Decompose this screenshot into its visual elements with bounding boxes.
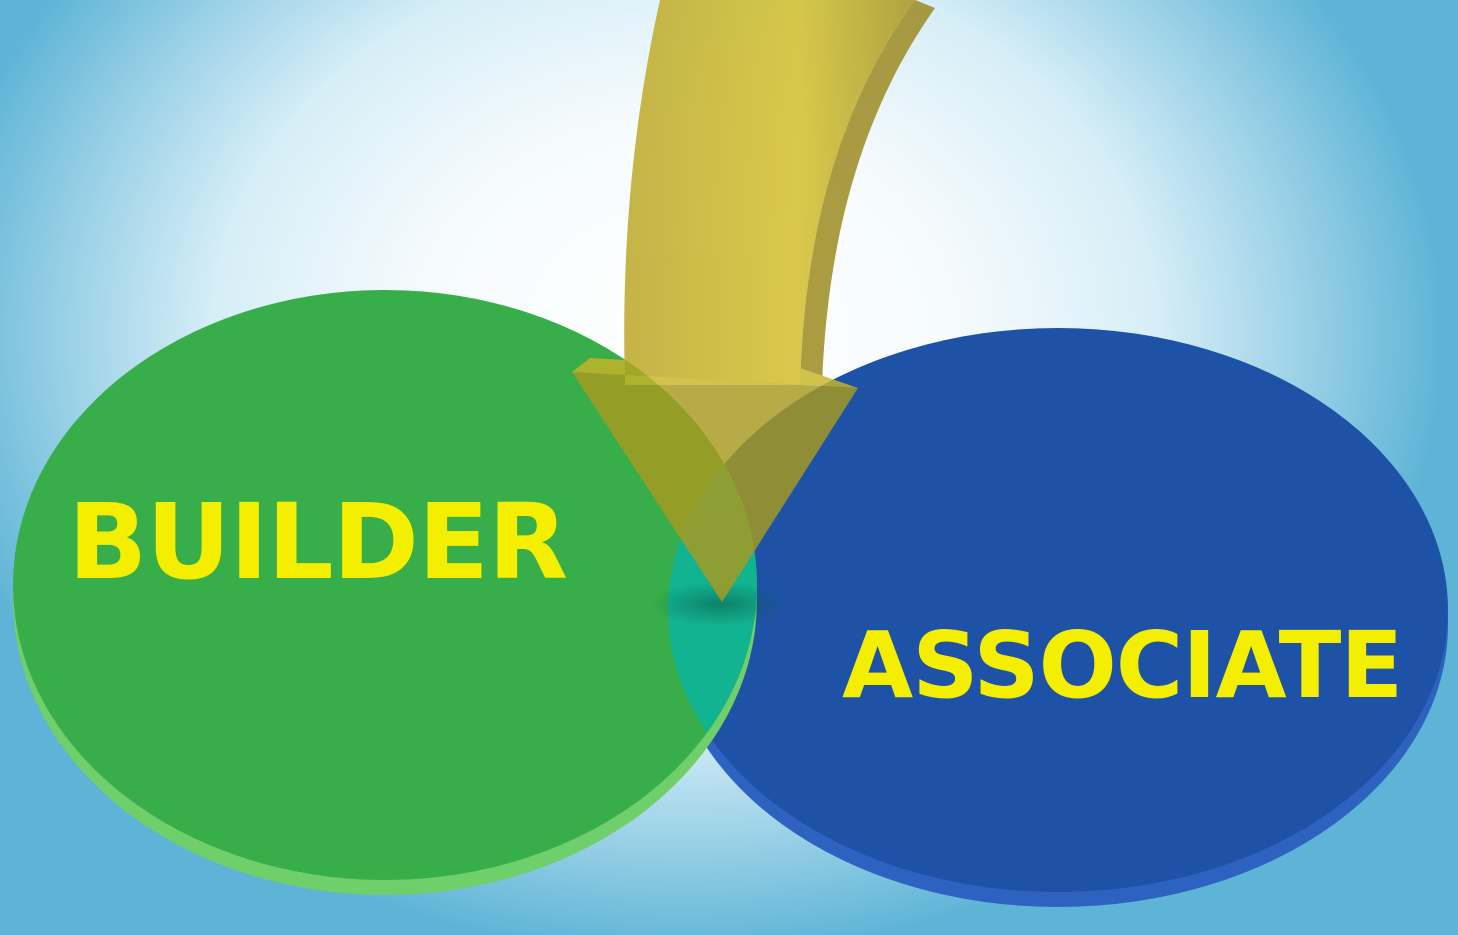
- arrow-shadow: [650, 582, 790, 626]
- arrow-head: [572, 372, 858, 602]
- arrow-shaft: [624, 0, 915, 385]
- builder-label: BUILDER: [68, 481, 567, 603]
- associate-label: ASSOCIATE: [842, 612, 1402, 719]
- arrow-shaft-bevel: [800, 0, 935, 385]
- builder-disk: [13, 290, 757, 880]
- arrow-head-bevel: [572, 358, 858, 388]
- curved-down-arrow-icon: [572, 0, 935, 602]
- associate-disk: [668, 328, 1448, 892]
